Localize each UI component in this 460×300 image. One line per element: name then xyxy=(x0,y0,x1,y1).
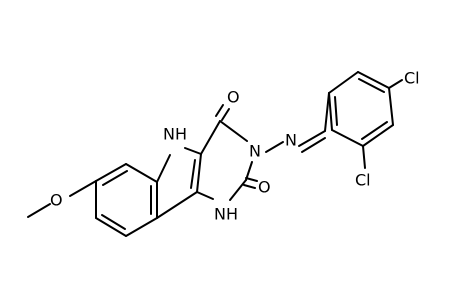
bond-c4-c5-inner xyxy=(361,121,388,140)
bond-c7a-n5 xyxy=(156,154,171,183)
atom-o-c4-carbonyl: O xyxy=(227,88,240,107)
bond-c6-c7-inner xyxy=(102,170,128,186)
atom-cl-para: Cl xyxy=(404,69,420,88)
bond-ch-c1 xyxy=(324,92,330,132)
bond-c5-cl xyxy=(362,145,366,169)
bond-c5-c6 xyxy=(331,129,364,147)
bond-c4-c5 xyxy=(95,217,127,237)
bond-c1-c2 xyxy=(328,71,359,94)
bond-imine-ch xyxy=(298,130,326,147)
bond-c6-c1 xyxy=(328,92,333,131)
bond-c4-o-second xyxy=(215,104,224,117)
bond-c4a-c9b-inner xyxy=(190,159,196,189)
atom-n-imine: N xyxy=(285,131,297,150)
bond-c2-o xyxy=(245,177,258,182)
bond-c7-c7a xyxy=(125,163,158,183)
bond-c2-c3-inner xyxy=(358,78,385,93)
bond-n3-n-imine xyxy=(265,141,284,153)
atom-o-methoxy: O xyxy=(50,191,63,210)
bond-c3-c4 xyxy=(388,87,394,126)
atom-nh-pyrimidine: NH xyxy=(214,205,238,224)
bond-c6-c1-inner xyxy=(334,96,338,126)
bond-c4-n3 xyxy=(219,120,248,142)
bond-methyl-o xyxy=(27,203,51,218)
bond-c9b-c3a xyxy=(156,191,198,219)
bond-c3a-c4 xyxy=(125,217,158,237)
bond-layer xyxy=(27,71,403,237)
bond-c2-c3 xyxy=(357,71,390,89)
bond-c4a-c4 xyxy=(200,120,221,155)
bond-c2-o-second xyxy=(243,184,256,189)
bond-n5-c4a xyxy=(184,147,202,155)
bond-n3-c2 xyxy=(245,161,253,181)
atom-label-layer: Cl Cl O O N N NH NH O H H xyxy=(50,69,420,224)
atom-o-c2-carbonyl: O xyxy=(258,178,271,197)
bond-c2-n1 xyxy=(229,179,247,201)
bond-c4-o xyxy=(221,108,230,121)
bond-c3-cl xyxy=(388,79,403,89)
atom-n3: N xyxy=(249,142,261,161)
bond-c4-c5 xyxy=(362,124,394,147)
bond-o-c6 xyxy=(69,180,97,197)
bond-n1-c9b xyxy=(196,191,214,200)
bond-c4-c5-inner xyxy=(101,214,126,230)
bond-c6-c7 xyxy=(95,163,127,182)
atom-cl-ortho: Cl xyxy=(355,171,371,190)
bond-imine-ch-second xyxy=(301,137,326,153)
bond-c4a-c9b xyxy=(196,153,202,193)
atom-nh-pyrrole: NH xyxy=(163,125,187,144)
